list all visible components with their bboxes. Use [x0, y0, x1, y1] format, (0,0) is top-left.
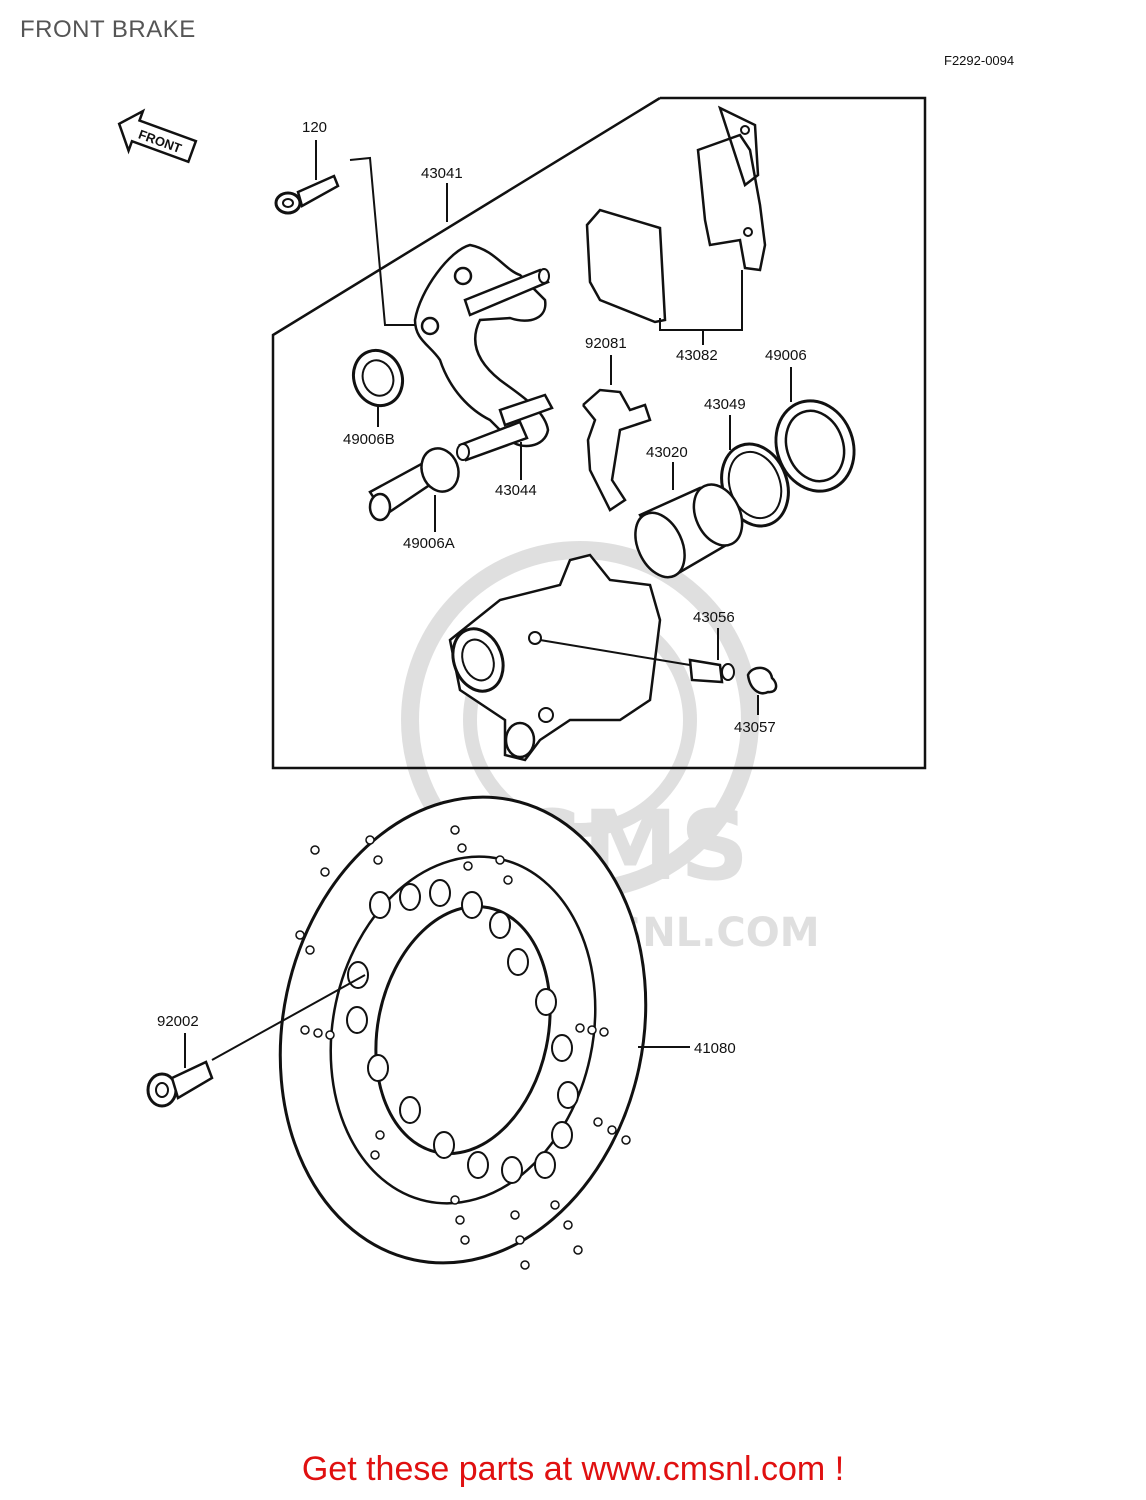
caliper-bracket-icon — [413, 243, 554, 448]
label-92081: 92081 — [585, 335, 627, 352]
label-43044: 43044 — [495, 482, 537, 499]
boot-49006a-icon — [368, 447, 460, 522]
bolt-120-icon — [274, 174, 340, 215]
pad-spring-icon — [582, 388, 652, 512]
boot-49006b-icon — [351, 348, 405, 408]
label-49006b: 49006B — [343, 431, 395, 448]
bleeder-valve-icon — [688, 658, 735, 684]
disc-holes — [346, 879, 579, 1184]
page-title: FRONT BRAKE — [20, 16, 196, 43]
label-41080: 41080 — [694, 1040, 736, 1057]
disc-vent-dots — [295, 825, 631, 1270]
label-43057: 43057 — [734, 719, 776, 736]
label-49006a: 49006A — [403, 535, 455, 552]
label-43082: 43082 — [676, 347, 718, 364]
piston-icon — [634, 483, 744, 579]
label-49006: 49006 — [765, 347, 807, 364]
label-43020: 43020 — [646, 444, 688, 461]
footer-parts-link[interactable]: Get these parts at www.cmsnl.com ! — [301, 1450, 845, 1488]
label-92002: 92002 — [157, 1013, 199, 1030]
front-arrow-icon: FRONT — [117, 108, 198, 164]
disc-bolt-icon — [146, 1060, 214, 1108]
dust-seal-icon — [774, 399, 856, 493]
slide-pin-icon — [456, 420, 529, 462]
label-43056: 43056 — [693, 609, 735, 626]
label-120: 120 — [302, 119, 327, 136]
group-frame — [271, 96, 927, 770]
brake-pad-icon — [585, 105, 767, 324]
brake-disc-icon — [278, 795, 648, 1270]
bleeder-cap-icon — [746, 666, 778, 695]
label-43041: 43041 — [421, 165, 463, 182]
figure-code: F2292-0094 — [944, 53, 1015, 68]
caliper-body-icon — [448, 553, 662, 762]
label-43049: 43049 — [704, 396, 746, 413]
